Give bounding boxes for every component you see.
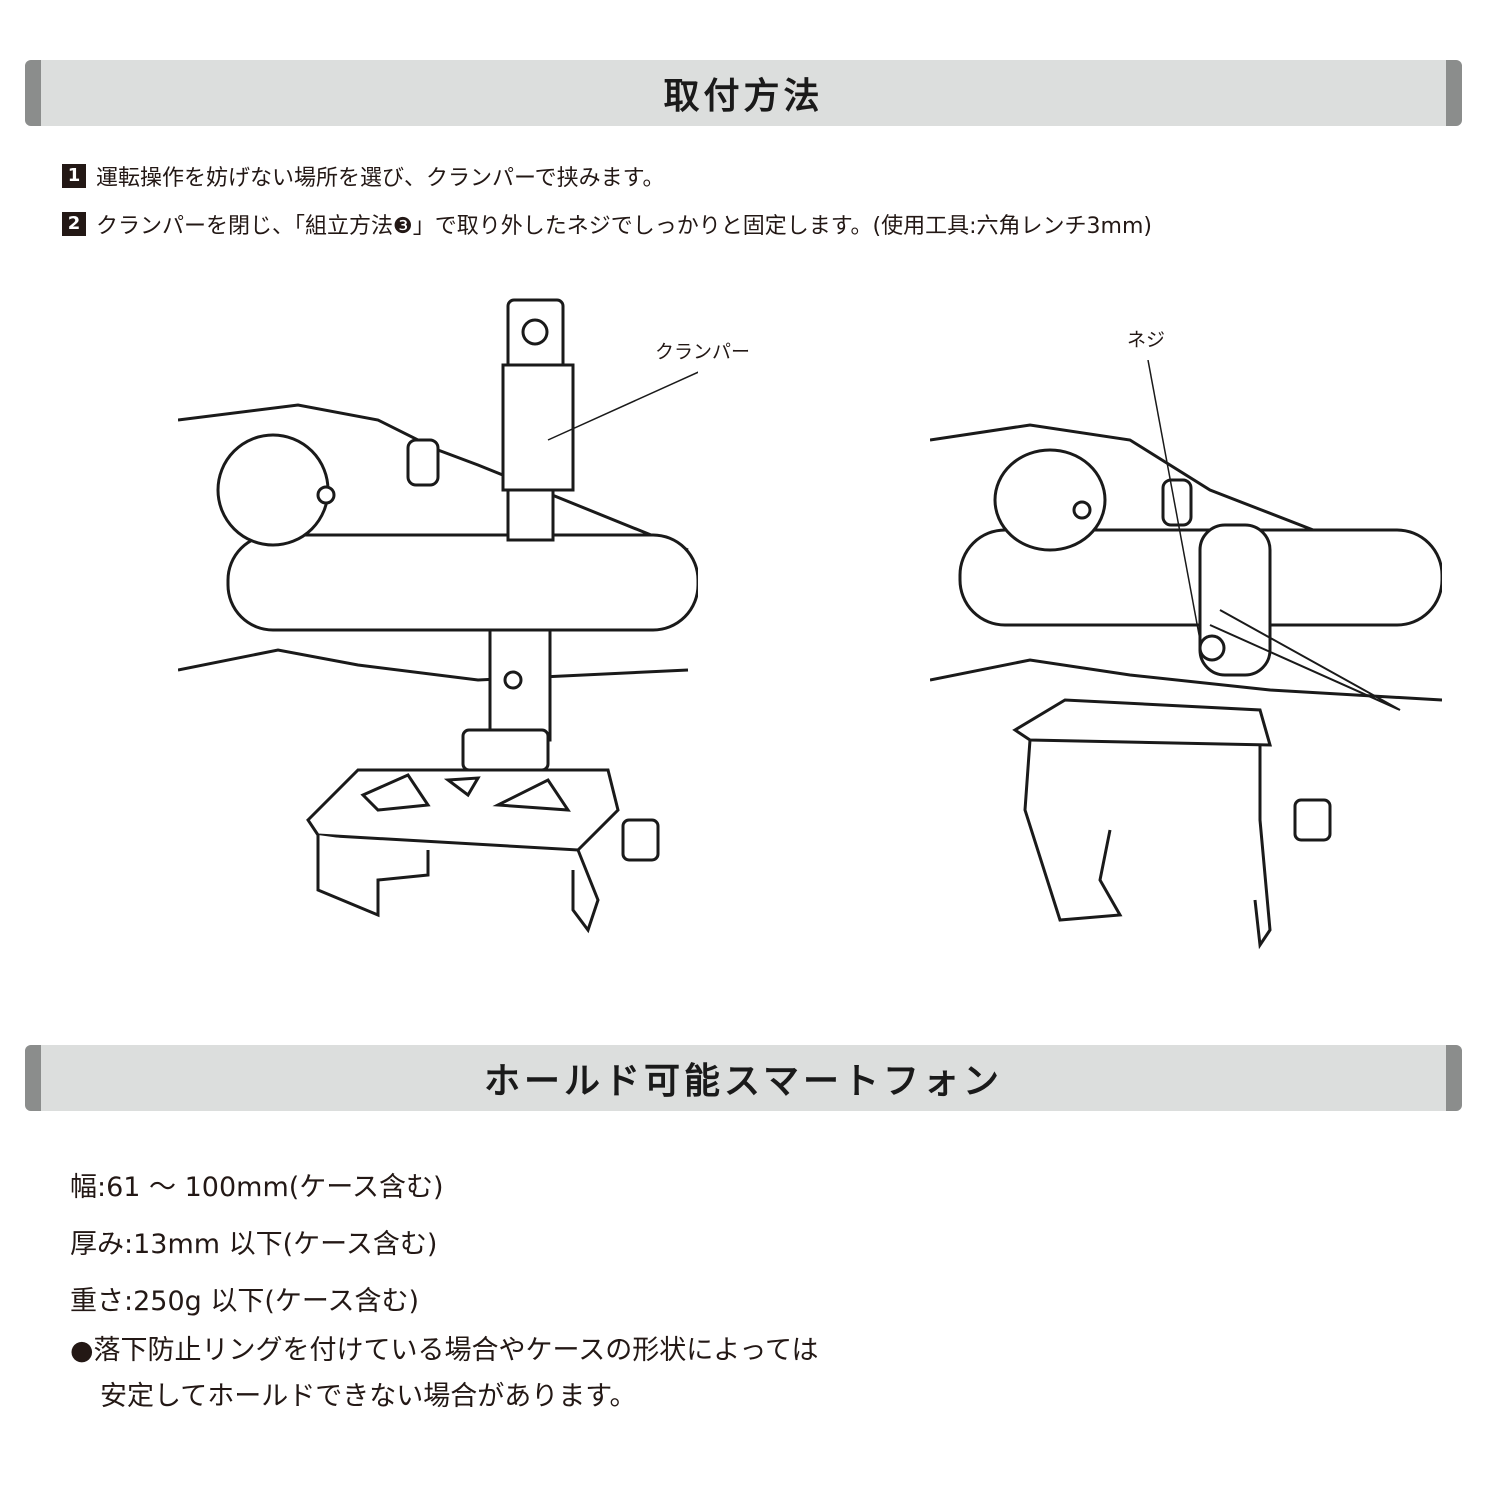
step-number: 1 (62, 164, 86, 188)
step-2: 2 クランパーを閉じ、「組立方法❸」で取り外したネジでしっかりと固定します。(使用… (62, 208, 1152, 240)
spec-thickness: 厚み:13mm 以下(ケース含む) (70, 1229, 438, 1260)
section-header-mounting: 取付方法 (25, 60, 1462, 126)
spec-weight: 重さ:250g 以下(ケース含む) (70, 1286, 420, 1317)
section-title: 取付方法 (663, 76, 824, 117)
note: ●落下防止リングを付けている場合やケースの形状によっては 安定してホールドできな… (70, 1328, 819, 1420)
illustration-clamp-open (178, 298, 698, 934)
illustration-clamp-closed (930, 360, 1442, 950)
step-1: 1 運転操作を妨げない場所を選び、クランパーで挟みます。 (62, 160, 664, 192)
note-line-2: 安定してホールドできない場合があります。 (100, 1381, 637, 1412)
section-title: ホールド可能スマートフォン (484, 1061, 1003, 1102)
spec-width: 幅:61 ～ 100mm(ケース含む) (70, 1172, 444, 1203)
step-text: クランパーを閉じ、「組立方法❸」で取り外したネジでしっかりと固定します。(使用工… (96, 214, 1152, 239)
clamper-label: クランパー (655, 341, 751, 363)
step-number: 2 (62, 212, 86, 236)
note-line-1: ●落下防止リングを付けている場合やケースの形状によっては (70, 1335, 819, 1366)
screw-label: ネジ (1127, 329, 1166, 351)
step-text: 運転操作を妨げない場所を選び、クランパーで挟みます。 (96, 166, 665, 191)
section-header-compatible-phones: ホールド可能スマートフォン (25, 1045, 1462, 1111)
